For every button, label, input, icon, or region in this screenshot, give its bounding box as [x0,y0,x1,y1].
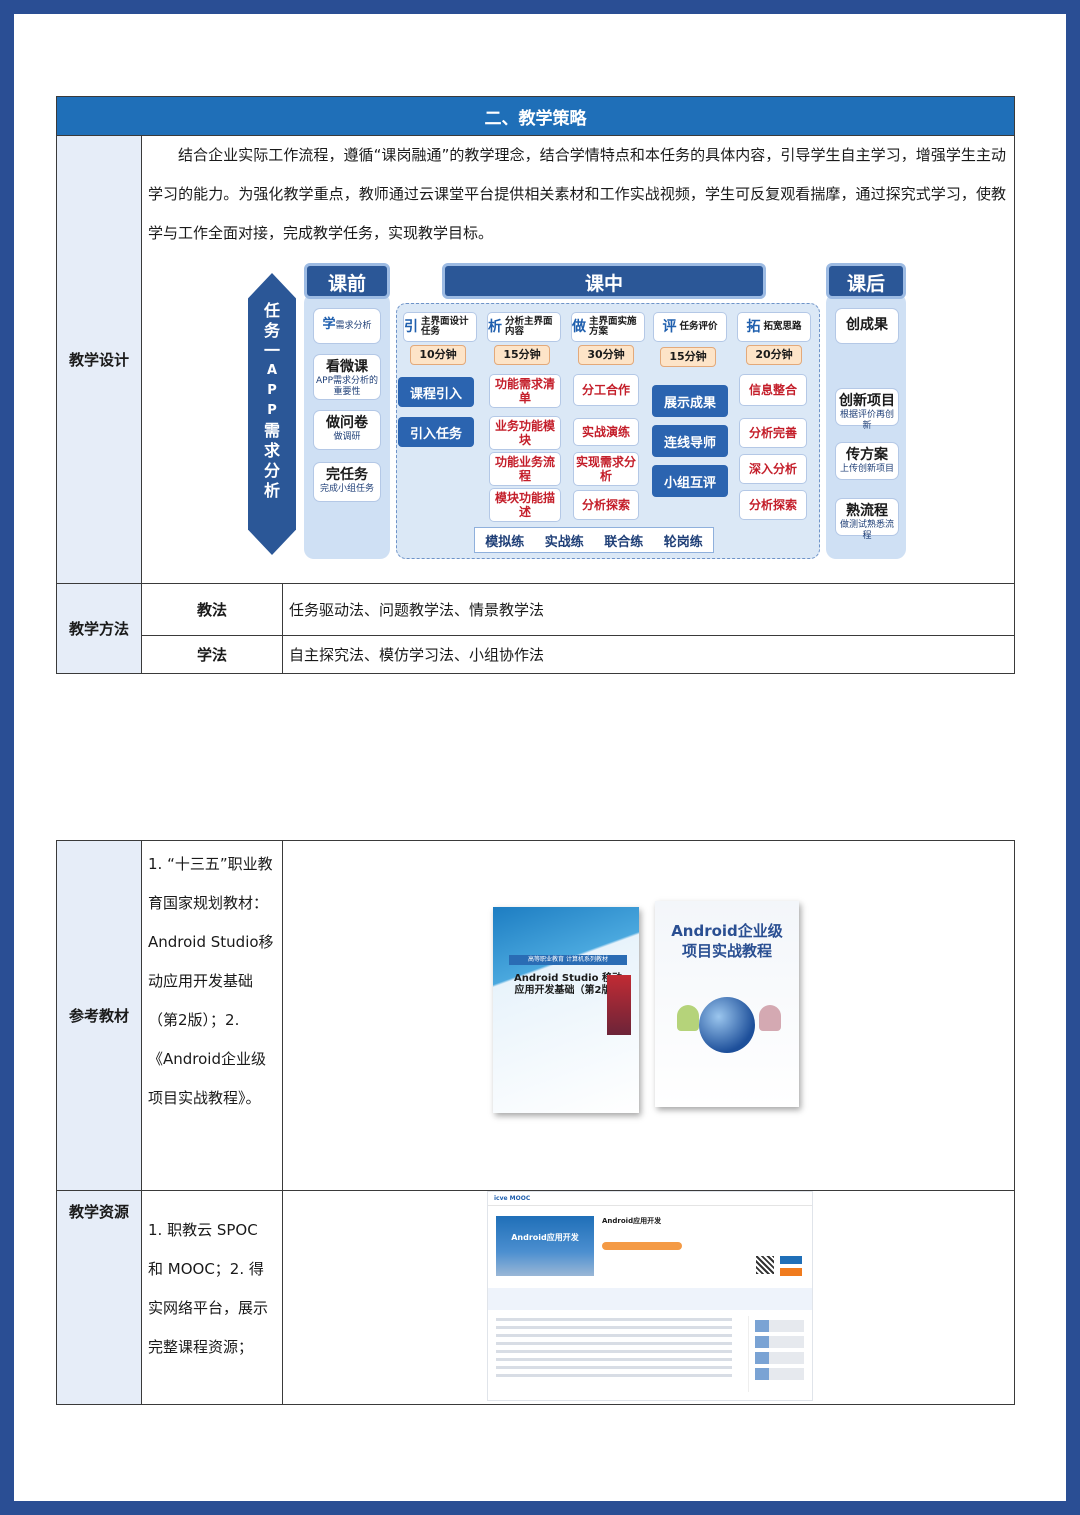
mooc-related-list [748,1316,804,1392]
time-analyze: 15分钟 [494,345,550,365]
step-do: 做主界面实施方案 [572,313,644,341]
step-evaluate: 评任务评价 [654,313,726,341]
resources-table: 参考教材 1. “十三五”职业教育国家规划教材：Android Studio移动… [56,840,1015,1405]
post-card-upload: 传方案上传创新项目 [836,443,898,479]
methods-label: 教学方法 [56,583,142,674]
time-expand: 20分钟 [746,345,802,365]
textbook-label: 参考教材 [56,840,142,1191]
mooc-share-button [780,1268,802,1276]
col2-item: 业务功能模块 [490,417,560,449]
design-cell: 结合企业实际工作流程，遵循“课岗融通”的教学理念，结合学情特点和本任务的具体内容… [140,135,1016,584]
step-expand: 拓拓宽思路 [738,313,810,341]
post-card-innovate: 创新项目根据评价再创新 [836,389,898,431]
col2-item: 功能需求清单 [490,375,560,407]
android-robot-icon [759,1004,781,1031]
teach-method-label: 教法 [141,583,283,636]
col4-item: 展示成果 [652,385,728,417]
pre-card-survey: 做问卷做调研 [314,411,380,449]
pre-card-learn: 学需求分析 [314,309,380,343]
teach-method-value: 任务驱动法、问题教学法、情景教学法 [281,583,1016,636]
mooc-course-title: Android应用开发 [602,1217,662,1225]
section-title: 二、教学策略 [55,96,1016,136]
book-cover-android-enterprise: Android企业级项目实战教程 [655,900,799,1107]
mooc-enroll-bar [602,1242,682,1250]
design-label: 教学设计 [56,135,142,584]
android-robot-icon [677,1004,699,1031]
mooc-logo: icve MOOC [488,1192,812,1206]
pre-class-title: 课前 [304,263,390,299]
col3-item: 实战演练 [574,419,638,445]
practice-item: 实战练 [544,534,584,550]
qr-code-icon [756,1256,774,1274]
post-class-title: 课后 [826,263,906,299]
col4-item: 小组互评 [652,465,728,497]
mooc-join-button [780,1256,802,1264]
post-card-result: 创成果 [836,309,898,343]
mooc-platform-screenshot: icve MOOC Android应用开发 Android应用开发 [487,1191,813,1401]
resources-text: 1. 职教云 SPOC 和 MOOC；2. 得实网络平台，展示完整课程资源； [141,1190,283,1405]
col4-item: 连线导师 [652,425,728,457]
mooc-stats-strip [488,1288,812,1310]
step-analyze: 析分析主界面内容 [488,313,560,341]
textbook-images-cell: 高等职业教育 计算机系列教材 Android Studio 移动应用开发基础（第… [282,840,1015,1191]
resources-label: 教学资源 [56,1190,142,1405]
learn-method-value: 自主探究法、模仿学习法、小组协作法 [281,635,1016,674]
col1-item: 引入任务 [398,417,474,447]
col2-item: 模块功能描述 [490,489,560,521]
col5-item: 深入分析 [740,455,806,483]
time-do: 30分钟 [578,345,634,365]
design-paragraph: 结合企业实际工作流程，遵循“课岗融通”的教学理念，结合学情特点和本任务的具体内容… [148,146,1007,242]
in-class-title: 课中 [442,263,766,299]
col3-item: 分工合作 [574,375,638,405]
book-cover-android-studio: 高等职业教育 计算机系列教材 Android Studio 移动应用开发基础（第… [493,906,639,1113]
post-card-process: 熟流程做测试熟悉流程 [836,499,898,541]
practice-item: 联合练 [604,534,644,550]
pre-card-task: 完任务完成小组任务 [314,463,380,501]
resources-image-cell: icve MOOC Android应用开发 Android应用开发 [282,1190,1015,1405]
textbook-text: 1. “十三五”职业教育国家规划教材：Android Studio移动应用开发基… [141,840,283,1191]
mooc-content-lines [496,1318,732,1382]
mooc-banner: Android应用开发 [496,1216,594,1276]
textbook-covers: 高等职业教育 计算机系列教材 Android Studio 移动应用开发基础（第… [493,900,813,1131]
learn-method-label: 学法 [141,635,283,674]
time-evaluate: 15分钟 [660,347,716,367]
globe-icon [699,996,755,1053]
col1-item: 课程引入 [398,377,474,407]
practice-item: 轮岗练 [663,534,703,550]
practice-bar: 模拟练 实战练 联合练 轮岗练 [474,527,714,553]
time-introduce: 10分钟 [410,345,466,365]
document-page: 二、教学策略 教学设计 结合企业实际工作流程，遵循“课岗融通”的教学理念，结合学… [14,14,1066,1501]
col5-item: 分析完善 [740,419,806,447]
strategy-table: 二、教学策略 教学设计 结合企业实际工作流程，遵循“课岗融通”的教学理念，结合学… [55,96,1016,674]
step-introduce: 引主界面设计任务 [404,313,476,341]
col3-item: 实现需求分析 [574,453,638,485]
col2-item: 功能业务流程 [490,453,560,485]
practice-item: 模拟练 [485,534,525,550]
col5-item: 信息整合 [740,375,806,405]
col3-item: 分析探索 [574,491,638,519]
col5-item: 分析探索 [740,491,806,519]
